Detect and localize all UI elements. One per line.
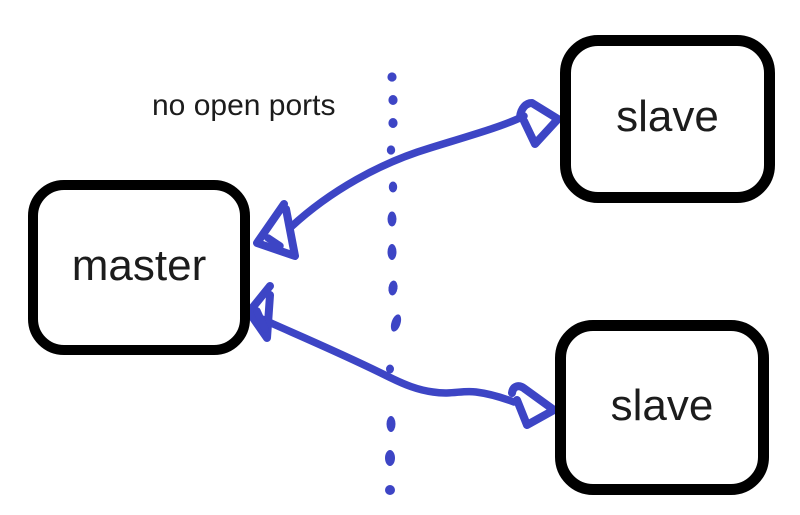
- divider-dot: [388, 95, 398, 105]
- arrowhead-inner-stroke: [264, 234, 284, 250]
- node-slave-top: slave: [560, 35, 775, 203]
- divider-dot: [388, 181, 398, 193]
- divider-dot: [386, 364, 394, 374]
- node-slave-top-label: slave: [616, 92, 719, 141]
- node-master-label: master: [71, 240, 207, 290]
- divider-dot: [388, 118, 398, 128]
- dotted-divider-line: [385, 72, 402, 495]
- node-slave-bottom: slave: [555, 320, 769, 495]
- arrowhead-toward-slave-top-icon: [516, 99, 562, 148]
- arrowhead-toward-master-upper-icon: [253, 200, 299, 260]
- divider-dot: [385, 450, 395, 466]
- node-master: master: [28, 180, 250, 355]
- arrow-master-slave-bottom: [245, 282, 558, 429]
- arrowhead-inner-stroke: [253, 307, 269, 333]
- divider-dot: [385, 485, 395, 495]
- divider-dot: [388, 280, 398, 296]
- node-slave-bottom-label: slave: [610, 380, 714, 430]
- annotation-no-open-ports: no open ports: [152, 89, 336, 122]
- divider-dot: [387, 72, 397, 82]
- arrow-master-slave-top: [253, 99, 562, 260]
- arrowhead-toward-master-lower-icon: [245, 282, 274, 342]
- divider-dot: [386, 416, 396, 432]
- divider-dot: [386, 145, 396, 155]
- divider-dot: [390, 314, 402, 332]
- arrow-shaft: [287, 112, 528, 231]
- divider-dot: [387, 211, 397, 227]
- arrowhead-toward-slave-bottom-icon: [508, 382, 558, 429]
- divider-dot: [387, 244, 397, 260]
- arrow-shaft: [258, 315, 518, 406]
